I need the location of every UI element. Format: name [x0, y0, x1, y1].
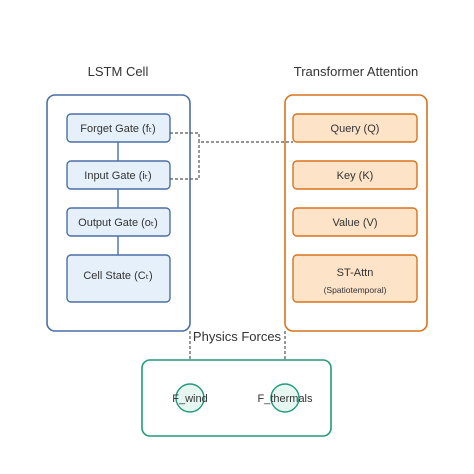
- forget-gate-label: Forget Gate (fₜ): [80, 123, 155, 135]
- cell-state-box: [66, 254, 171, 303]
- st-attn-sublabel: (Spatiotemporal): [324, 285, 387, 295]
- value-label: Value (V): [332, 217, 377, 229]
- key-label: Key (K): [337, 170, 374, 182]
- wind-force-label: F_wind: [172, 393, 207, 405]
- thermals-force-node: [270, 383, 300, 413]
- forget-gate-box: [66, 113, 171, 143]
- physics-container: [141, 359, 332, 437]
- st-attn-box: [292, 254, 418, 303]
- output-gate-box: [66, 207, 171, 237]
- transformer-title: Transformer Attention: [294, 64, 419, 79]
- output-gate-label: Output Gate (oₜ): [78, 217, 158, 229]
- thermals-force-label: F_thermals: [257, 393, 313, 405]
- lstm-title: LSTM Cell: [88, 64, 149, 79]
- query-label: Query (Q): [331, 123, 380, 135]
- physics-title: Physics Forces: [193, 329, 282, 344]
- query-box: [292, 113, 418, 143]
- key-box: [292, 160, 418, 190]
- value-box: [292, 207, 418, 237]
- forget-to-query-connector: [170, 132, 293, 143]
- cell-state-label: Cell State (Cₜ): [83, 270, 152, 282]
- input-gate-box: [66, 160, 171, 190]
- input-gate-label: Input Gate (iₜ): [84, 170, 151, 182]
- wind-force-node: [175, 383, 205, 413]
- st-attn-label: ST-Attn: [337, 267, 374, 279]
